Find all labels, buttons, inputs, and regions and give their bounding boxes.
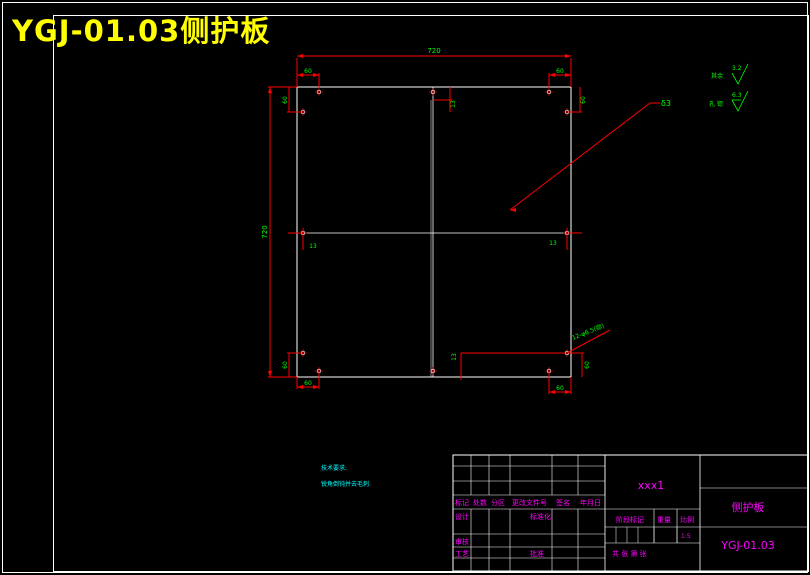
dim-arrow	[565, 73, 571, 77]
thickness-callout-text: δ3	[661, 99, 671, 108]
stage-mark-label: 阶段标记	[616, 515, 644, 524]
roughness-value-1: 3.2	[732, 65, 742, 72]
tech-notes-line1: 锐角倒钝并去毛刺.	[321, 480, 371, 488]
inner-frame	[53, 15, 809, 572]
dim-arrow	[268, 87, 272, 93]
weight-label: 重量	[657, 516, 671, 524]
dim-text-top-left-60: 60	[304, 68, 312, 75]
roughness-label-2: 孔 锪	[709, 100, 723, 108]
revision-header: 处数	[473, 498, 487, 507]
dim-text-slot-bottom-13: 13	[451, 353, 458, 361]
title-block-frame	[452, 454, 809, 572]
dim-text-bottom-right-60: 60	[556, 385, 564, 392]
dim-arrow	[297, 385, 303, 389]
row-label-review: 审核	[455, 537, 469, 546]
dim-text-overall-height: 720	[261, 225, 269, 238]
revision-header: 分区	[491, 498, 505, 507]
part-name: 侧护板	[732, 500, 765, 514]
hole-callout-text: 12-φ6.5(锪)	[571, 322, 606, 342]
row-label-design: 设计	[455, 512, 469, 521]
dim-arrow	[565, 390, 571, 394]
roughness-label-1: 其余	[711, 72, 723, 80]
scale-value: 1:5	[681, 533, 691, 540]
revision-header: 标记	[455, 498, 469, 507]
row-label-standard: 标准化	[530, 512, 551, 521]
drawing-number: YGJ-01.03	[720, 539, 775, 552]
dim-arrow	[549, 390, 555, 394]
dim-arrow	[313, 73, 319, 77]
dim-text-slot-top-13: 13	[450, 100, 457, 108]
dim-arrow	[297, 73, 303, 77]
row-label-approve: 批准	[530, 549, 544, 558]
dim-arrow	[313, 385, 319, 389]
dim-text-right-top-60: 60	[580, 96, 587, 104]
drawing-title: YGJ-01.03侧护板	[12, 14, 271, 48]
dim-text-top-right-60: 60	[556, 68, 564, 75]
revision-header: 签名	[556, 498, 570, 507]
dim-text-left-bottom-60: 60	[282, 361, 289, 369]
row-label-process: 工艺	[455, 550, 469, 558]
dim-text-overall-width: 720	[427, 47, 440, 55]
thickness-arrow	[510, 208, 516, 212]
roughness-symbol-icon	[731, 90, 749, 112]
roughness-symbol-icon	[731, 63, 749, 85]
revision-header: 更改文件号	[512, 498, 547, 507]
dim-arrow	[297, 54, 303, 58]
dim-text-right-bottom-60: 60	[584, 361, 591, 369]
dim-text-slot-left-13: 13	[309, 243, 317, 250]
dim-text-left-top-60: 60	[282, 96, 289, 104]
sheet-info: 共 张 第 张	[612, 549, 647, 558]
tech-notes-heading: 技术要求:	[321, 464, 347, 472]
dim-arrow	[565, 54, 571, 58]
dim-arrow	[268, 371, 272, 377]
roughness-value-2: 6.3	[732, 92, 742, 99]
thickness-leader	[509, 102, 651, 211]
scale-label: 比例	[680, 515, 694, 524]
dim-text-bottom-left-60: 60	[304, 380, 312, 387]
hole-callout-leader	[566, 329, 611, 354]
dim-arrow	[549, 73, 555, 77]
side-plate-outline	[296, 86, 572, 378]
material-text: xxx1	[638, 479, 665, 492]
revision-header: 年月日	[580, 498, 601, 507]
dim-text-slot-right-13: 13	[549, 240, 557, 247]
